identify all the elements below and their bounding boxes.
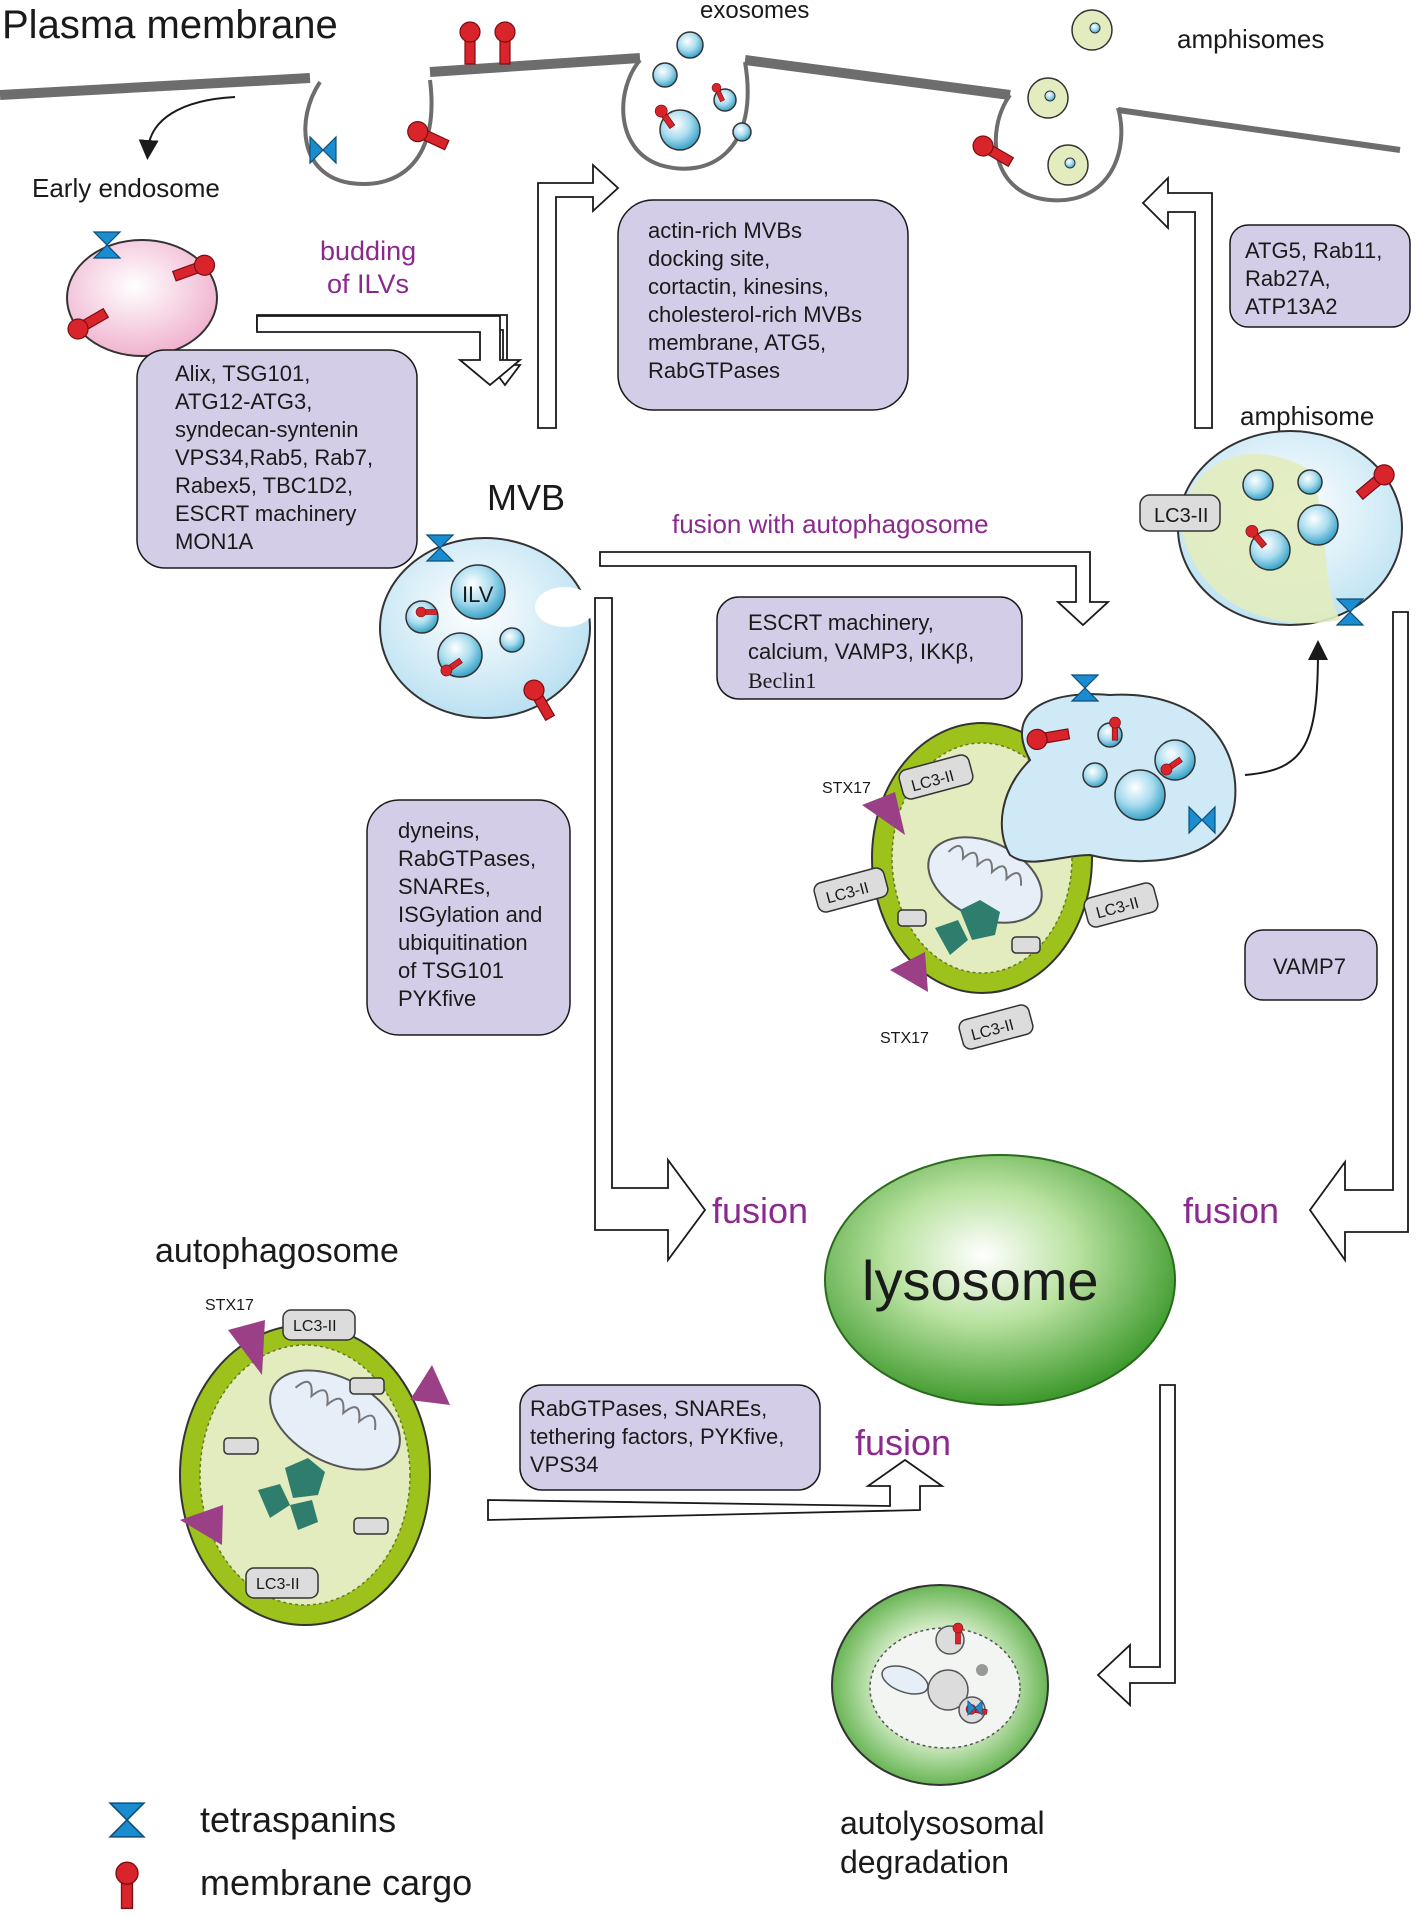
autophagosome-label: autophagosome [155, 1232, 399, 1270]
fusion-with-autophagosome-label: fusion with autophagosome [672, 509, 989, 539]
amphisome-release-arrow [1141, 175, 1213, 429]
autophagosome-lysosome-factors-box [519, 1384, 821, 1491]
exosome-release-factors-box [617, 199, 909, 411]
stx17-icon [180, 1505, 223, 1545]
fusing-mvb [1000, 693, 1237, 863]
autolysosomal-degradation-label-line2: degradation [840, 1844, 1009, 1880]
fusion-label-bottom: fusion [855, 1422, 951, 1463]
to-autolysosome-arrow [1096, 1384, 1176, 1708]
amphisome-release-factors-text: ATG5, Rab11, Rab27A, ATP13A2 [1245, 238, 1389, 319]
mvb [379, 537, 595, 719]
budding-label: budding [320, 236, 416, 266]
lc3-ii-label: LC3-II [1154, 505, 1208, 527]
vamp7-text: VAMP7 [1273, 954, 1346, 979]
amphisomes-label: amphisomes [1177, 24, 1324, 54]
lc3-ii-tag [282, 1309, 356, 1341]
tetraspanin-icon [309, 136, 337, 164]
budding-arrow-outline [256, 315, 523, 387]
lc3-ii-label: LC3-II [293, 1318, 337, 1335]
plasma-membrane [0, 53, 1401, 203]
autolysosomal-degradation-label: autolysosomal [840, 1805, 1045, 1841]
lc3-ii-tag [813, 867, 889, 913]
lysosome [824, 1154, 1176, 1406]
ilv-budding-factors-box [136, 349, 418, 569]
mvb-label: MVB [487, 477, 565, 518]
ilv-budding-factors-text: Alix, TSG101, ATG12-ATG3, syndecan-synte… [175, 361, 379, 554]
exosomes-label: exosomes [700, 0, 809, 24]
endocytosis-arrow [138, 96, 236, 160]
tetraspanin-icon [109, 1802, 145, 1838]
mvb-lysosome-factors-box [366, 799, 571, 1036]
legend: tetraspanins membrane cargo [109, 1799, 472, 1910]
amphisome-to-lysosome-arrow [1308, 611, 1409, 1263]
stx17-label: STX17 [822, 780, 871, 797]
lc3-ii-tag [958, 1004, 1034, 1050]
amphisome [1177, 430, 1403, 626]
legend-membrane-cargo-label: membrane cargo [200, 1862, 472, 1903]
stx17-icon [862, 792, 905, 835]
tetraspanin-icon [1071, 674, 1099, 702]
plasma-membrane-label: Plasma membrane [2, 3, 338, 47]
membrane-cargo-icon [403, 117, 452, 155]
amphisome-vesicles [1027, 9, 1113, 186]
autolysosome [831, 1584, 1049, 1786]
autophagosome-to-lysosome-arrow [487, 1458, 945, 1521]
lc3-ii-tag [898, 754, 974, 800]
ilv-label: ILV [462, 582, 494, 607]
lc3-ii-tag [245, 1567, 319, 1599]
stx17-label: STX17 [205, 1297, 254, 1314]
fusion-label-right: fusion [1183, 1190, 1279, 1231]
lc3-ii-tag [1083, 882, 1159, 928]
fusion-label-left: fusion [712, 1190, 808, 1231]
exosome-vesicles [652, 31, 752, 151]
amphisome-fusion-factors-text: ESCRT machinery, calcium, VAMP3, IKKβ, [748, 610, 974, 664]
exosome-release-arrow [537, 162, 620, 429]
lysosome-label: lysosome [862, 1249, 1099, 1312]
legend-tetraspanins-label: tetraspanins [200, 1799, 396, 1840]
to-amphisome-arrow [1244, 640, 1328, 776]
budding-label-line2: of ILVs [327, 269, 409, 299]
autophagosome [179, 1324, 431, 1626]
amphisome-label: amphisome [1240, 401, 1374, 431]
membrane-cargo-icon [968, 131, 1017, 172]
vamp7-box [1244, 929, 1378, 1001]
stx17-icon [228, 1320, 265, 1375]
exosome-release-factors-text: actin-rich MVBs docking site, cortactin,… [648, 218, 868, 383]
early-endosome [66, 239, 218, 357]
fusion-with-autophagosome-arrow [599, 551, 1111, 627]
stx17-icon [410, 1365, 450, 1405]
amphisome-fusion-factors-box [716, 596, 1023, 700]
mvb-to-lysosome-arrow [594, 597, 707, 1263]
membrane-cargo-icon [115, 1861, 139, 1910]
beclin1-text: Beclin1 [748, 668, 816, 693]
early-endosome-label: Early endosome [32, 173, 220, 203]
mvb-lysosome-factors-text: dyneins, RabGTPases, SNAREs, ISGylation … [398, 818, 548, 1011]
stx17-label: STX17 [880, 1030, 929, 1047]
amphisome-release-factors-box [1229, 224, 1411, 328]
autophagosome-lysosome-factors-text: RabGTPases, SNAREs, tethering factors, P… [530, 1396, 790, 1477]
lc3-ii-tag [1139, 494, 1221, 532]
lc3-ii-label: LC3-II [256, 1576, 300, 1593]
stx17-icon [890, 952, 928, 992]
membrane-cargo-icon [459, 21, 516, 65]
